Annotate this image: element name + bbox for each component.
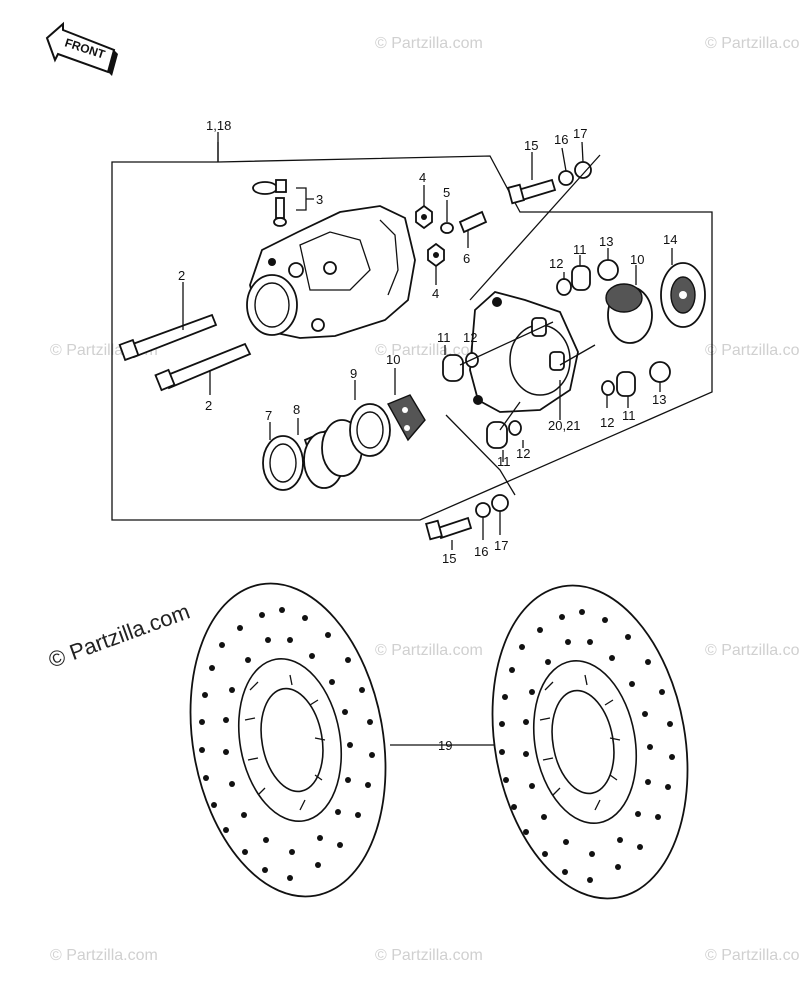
- callout-5: 5: [443, 185, 450, 200]
- watermarks: © Partzilla.com © Partzilla.com © Partzi…: [45, 35, 800, 964]
- callout-12: 12: [516, 446, 530, 461]
- vent-holes: [499, 609, 675, 883]
- caliper-bracket: [469, 291, 579, 413]
- callout-13: 13: [599, 234, 613, 249]
- watermark: © Partzilla.com: [375, 35, 483, 52]
- callout-11: 11: [573, 242, 587, 257]
- bushings-boots: [442, 259, 671, 449]
- callout-6: 6: [463, 251, 470, 266]
- callout-labels: 1,18 2 2 3 4 4 5 6 7 8 9 10 10 11 11 11 …: [178, 118, 677, 753]
- bleeder-valve: [252, 179, 287, 227]
- assembly-outline: [111, 142, 713, 521]
- callout-16: 16: [554, 132, 568, 147]
- vent-holes: [199, 607, 375, 881]
- caliper-bolts: [118, 313, 252, 392]
- callout-10: 10: [386, 352, 400, 367]
- callout-3: 3: [316, 192, 323, 207]
- callout-12: 12: [463, 330, 477, 345]
- callout-10: 10: [630, 252, 644, 267]
- callout-19: 19: [438, 738, 452, 753]
- watermark: © Partzilla.com: [705, 642, 800, 659]
- watermark: © Partzilla.com: [705, 35, 800, 52]
- callout-17: 17: [494, 538, 508, 553]
- watermark: © Partzilla.com: [375, 947, 483, 964]
- callout-14: 14: [663, 232, 677, 247]
- callout-2: 2: [178, 268, 185, 283]
- callout-1-18: 1,18: [206, 118, 231, 133]
- piston-and-cap: [605, 262, 706, 344]
- brake-disc-left: [189, 582, 387, 898]
- front-arrow: FRONT: [45, 21, 118, 76]
- watermark: © Partzilla.com: [375, 642, 483, 659]
- watermark: © Partzilla.com: [50, 947, 158, 964]
- callout-8: 8: [293, 402, 300, 417]
- watermark-main: © Partzilla.com: [45, 599, 193, 673]
- callout-17: 17: [573, 126, 587, 141]
- watermark: © Partzilla.com: [705, 342, 800, 359]
- callout-11: 11: [437, 330, 451, 345]
- callout-11: 11: [497, 454, 511, 469]
- callout-11: 11: [622, 408, 636, 423]
- leader-lines: [182, 132, 673, 746]
- watermark: © Partzilla.com: [705, 947, 800, 964]
- callout-12: 12: [549, 256, 563, 271]
- callout-7: 7: [265, 408, 272, 423]
- mounting-bolts: [425, 161, 592, 541]
- caliper-body: [246, 205, 416, 339]
- callout-12: 12: [600, 415, 614, 430]
- callout-4: 4: [419, 170, 426, 185]
- callout-15: 15: [524, 138, 538, 153]
- piston-assembly: [262, 394, 426, 491]
- callout-16: 16: [474, 544, 488, 559]
- fasteners-4-5-6: [415, 204, 488, 268]
- brake-disc-right: [491, 584, 689, 900]
- callout-9: 9: [350, 366, 357, 381]
- callout-4: 4: [432, 286, 439, 301]
- callout-20-21: 20,21: [548, 418, 581, 433]
- callout-13: 13: [652, 392, 666, 407]
- callout-2: 2: [205, 398, 212, 413]
- callout-15: 15: [442, 551, 456, 566]
